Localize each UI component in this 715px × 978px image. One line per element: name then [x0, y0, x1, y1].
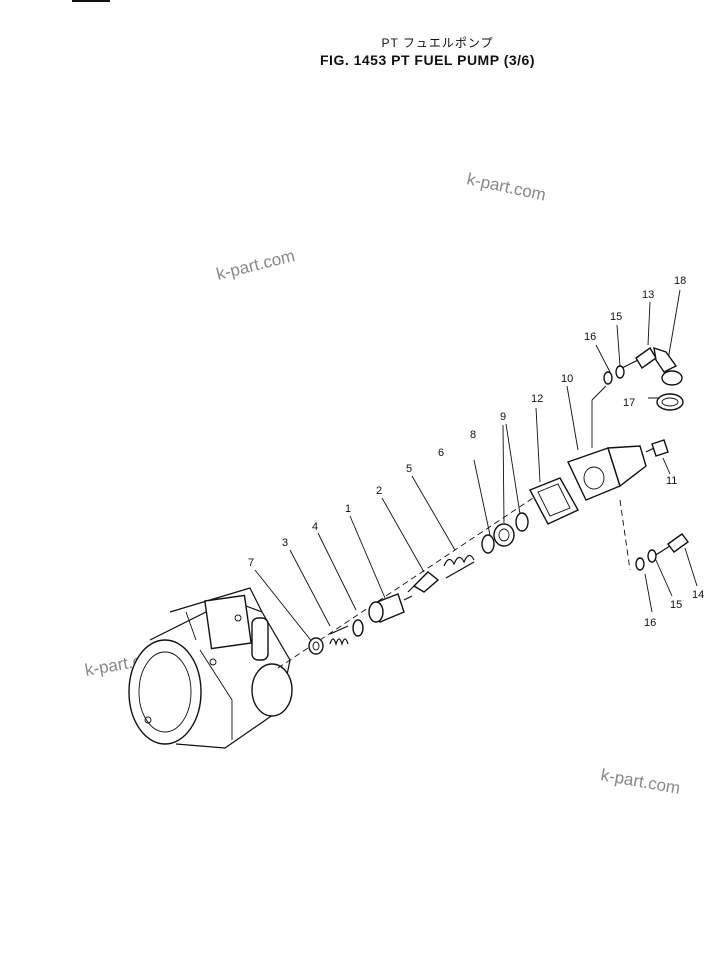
- figure-title: FIG. 1453 PT FUEL PUMP (3/6): [320, 52, 535, 68]
- callout-label: 4: [312, 521, 318, 533]
- callout-label: 3: [282, 537, 288, 549]
- callout-label: 1: [345, 503, 351, 515]
- callout-label: 2: [376, 485, 382, 497]
- part-10-cover: [567, 445, 647, 501]
- callout-label: 9: [500, 411, 506, 423]
- callout-label: 12: [531, 393, 543, 405]
- part-5-spring: [443, 554, 475, 579]
- part-15-washer-lower: [647, 549, 657, 563]
- callout-label: 16: [644, 617, 656, 629]
- callout-label: 8: [470, 429, 476, 441]
- callout-label: 15: [670, 599, 682, 611]
- part-13-bolt: [653, 533, 689, 557]
- part-2-plunger: [407, 571, 440, 593]
- callout-label: 15: [610, 311, 622, 323]
- part-3-spring: [329, 625, 349, 647]
- callout-label: 16: [584, 331, 596, 343]
- part-17-seal: [656, 393, 684, 411]
- part-12-gasket: [529, 477, 579, 525]
- part-8-cap: [493, 523, 515, 547]
- watermark: k-part.com: [214, 246, 297, 284]
- part-14-banjo-bolt: [621, 346, 657, 370]
- watermark: k-part.com: [465, 169, 547, 204]
- part-1-sleeve: [368, 593, 413, 623]
- callout-label: 11: [666, 475, 677, 487]
- watermark: k-part.com: [599, 765, 681, 798]
- part-4-washer: [352, 619, 364, 637]
- callout-label: 14: [692, 589, 704, 601]
- callout-label: 17: [623, 397, 635, 409]
- callout-label: 13: [642, 289, 654, 301]
- callout-label: 18: [674, 275, 686, 287]
- part-18-elbow: [653, 346, 683, 386]
- callout-label: 7: [248, 557, 254, 569]
- part-7-plug: [308, 637, 324, 655]
- part-16-washer-lower: [635, 557, 645, 571]
- top-rule: [72, 0, 110, 2]
- part-9-snap-ring: [515, 512, 529, 532]
- part-6-ring: [481, 534, 495, 554]
- part-11-bolt: [645, 439, 669, 457]
- callout-label: 5: [406, 463, 412, 475]
- part-15-washer-upper: [615, 365, 625, 379]
- figure-title-japanese: PT フュエルポンプ: [381, 36, 494, 50]
- callout-label: 10: [561, 373, 573, 385]
- callout-label: 6: [438, 447, 444, 459]
- part-16-washer-upper: [603, 371, 613, 385]
- pump-body: [128, 587, 293, 749]
